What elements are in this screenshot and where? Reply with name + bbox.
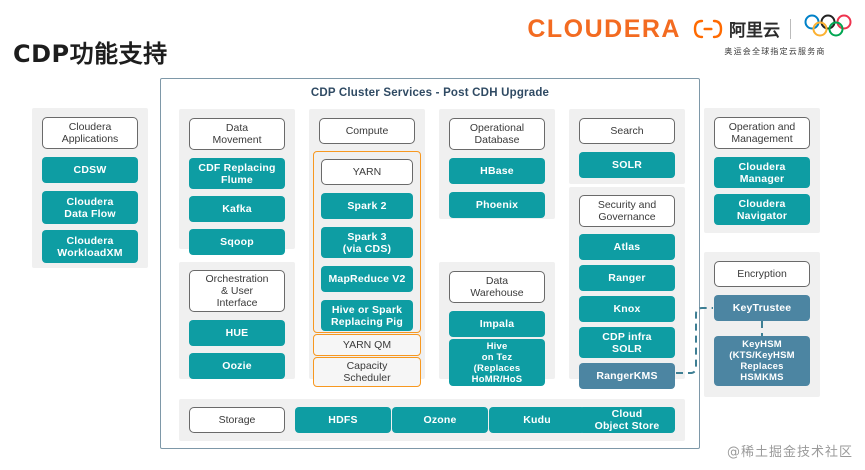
page-title: CDP功能支持 [13, 40, 168, 68]
alibaba-tagline: 奥运会全球指定云服务商 [724, 47, 826, 56]
cloudera-logo: CLOUDERA [527, 15, 681, 43]
service-solr[interactable]: SOLR [579, 152, 675, 178]
header-storage: Storage [189, 407, 285, 433]
service-spark-2[interactable]: Spark 2 [321, 193, 413, 219]
service-ozone[interactable]: Ozone [392, 407, 488, 433]
header-compute: Compute [319, 118, 415, 144]
service-rangerkms[interactable]: RangerKMS [579, 363, 675, 389]
service-hdfs[interactable]: HDFS [295, 407, 391, 433]
service-impala[interactable]: Impala [449, 311, 545, 337]
service-phoenix[interactable]: Phoenix [449, 192, 545, 218]
header-search: Search [579, 118, 675, 144]
service-hbase[interactable]: HBase [449, 158, 545, 184]
header-logos: CLOUDERA 阿里云 [527, 8, 857, 57]
service-ranger[interactable]: Ranger [579, 265, 675, 291]
cluster-title: CDP Cluster Services - Post CDH Upgrade [310, 87, 550, 99]
service-knox[interactable]: Knox [579, 296, 675, 322]
panel-search: Search SOLR [569, 109, 685, 184]
service-yarn-qm[interactable]: YARN QM [313, 334, 421, 356]
service-kudu[interactable]: Kudu [489, 407, 585, 433]
header-yarn[interactable]: YARN [321, 159, 413, 185]
service-sqoop[interactable]: Sqoop [189, 229, 285, 255]
service-keytrustee[interactable]: KeyTrustee [714, 295, 810, 321]
alibaba-bracket-icon [693, 19, 723, 38]
cdp-cluster-container: CDP Cluster Services - Post CDH Upgrade … [160, 78, 700, 449]
alibaba-logo-row: 阿里云 [693, 14, 857, 43]
alibaba-cloud-mark-icon [693, 19, 723, 39]
alibaba-cloud-name: 阿里云 [729, 21, 780, 41]
compute-yarn-outline [313, 151, 421, 333]
olympic-rings-icon [801, 14, 857, 43]
service-spark-3[interactable]: Spark 3(via CDS) [321, 227, 413, 258]
service-oozie[interactable]: Oozie [189, 353, 285, 379]
service-hue[interactable]: HUE [189, 320, 285, 346]
service-mapreduce-v2[interactable]: MapReduce V2 [321, 266, 413, 292]
service-atlas[interactable]: Atlas [579, 234, 675, 260]
logo-divider [790, 18, 791, 39]
watermark: @稀土掘金技术社区 [726, 445, 853, 460]
alibaba-cloud-logo-group: 阿里云 奥运会全球指定云服务商 [693, 8, 857, 57]
service-kafka[interactable]: Kafka [189, 196, 285, 222]
panel-compute: Compute YARN Spark 2 Spark 3(via CDS) Ma… [309, 109, 425, 387]
service-cdsw[interactable]: CDSW [42, 157, 138, 183]
header-encryption: Encryption [714, 261, 810, 287]
